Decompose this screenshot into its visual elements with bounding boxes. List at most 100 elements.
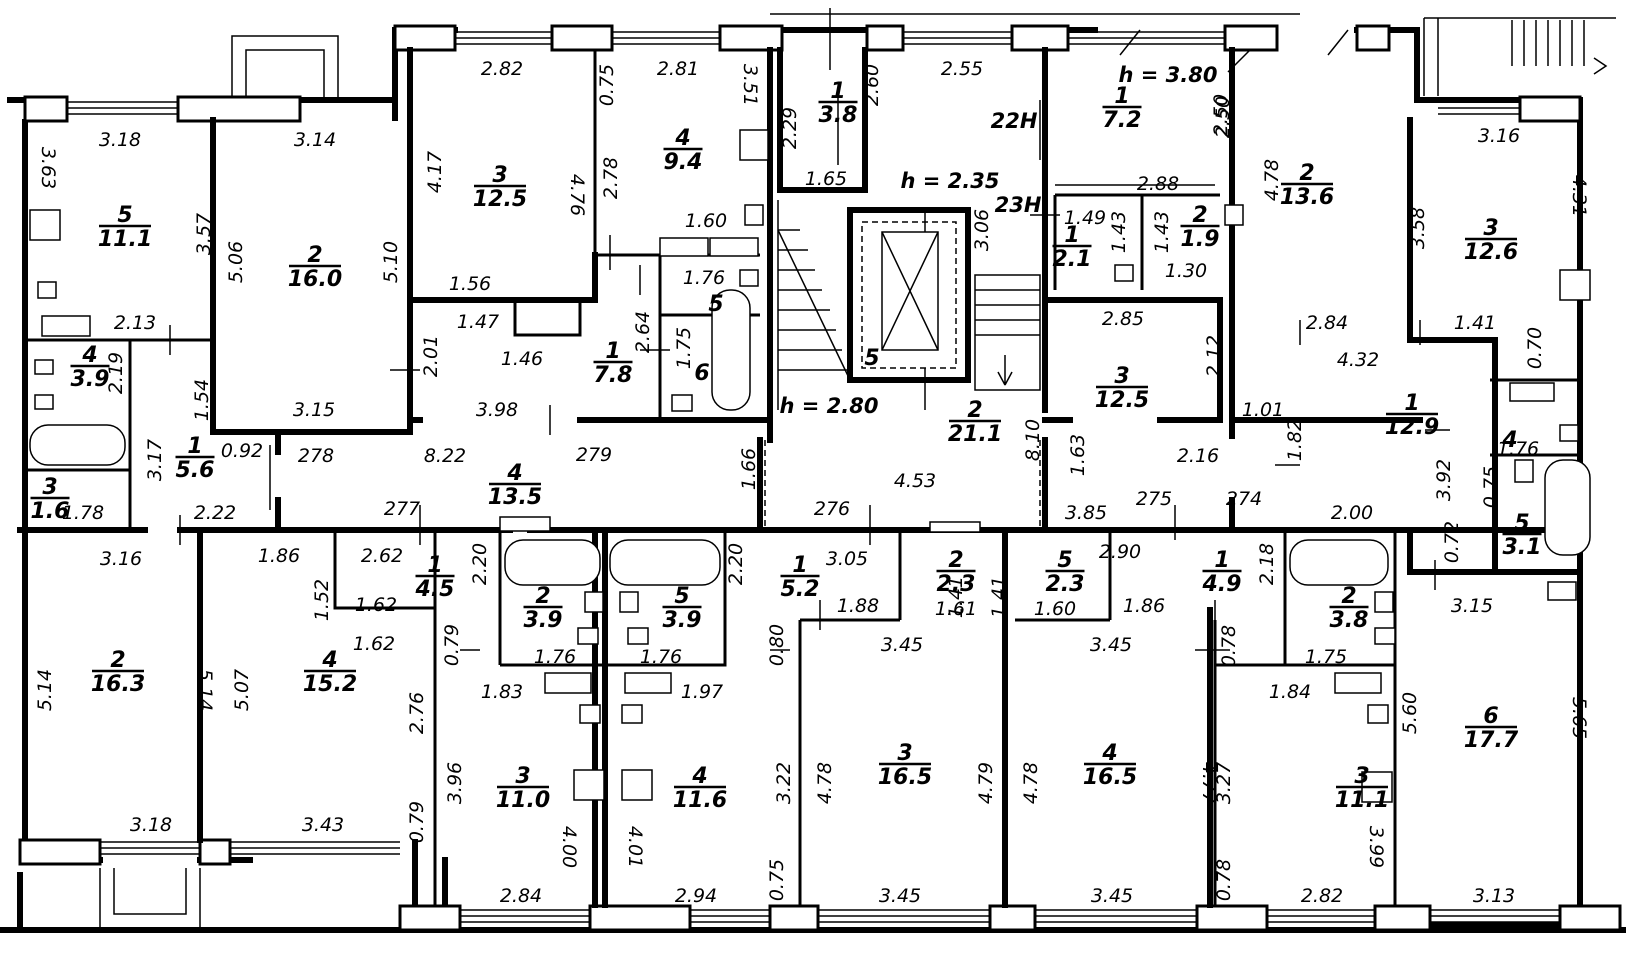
dimension-label: 0.92 xyxy=(221,440,263,462)
room-label: 21.9 xyxy=(1180,203,1220,252)
dimension-label: 3.27 xyxy=(1213,762,1235,804)
labels-layer: 511.1216.0312.549.413.817.2213.6312.621.… xyxy=(30,58,1590,907)
premises-tag: 23Н xyxy=(995,193,1042,217)
room-label: 416.5 xyxy=(1083,741,1137,790)
room-number: 2 xyxy=(1299,161,1314,186)
room-label: 22.3 xyxy=(936,548,976,597)
room-area: 9.4 xyxy=(664,150,703,175)
ceiling-height-label: h = 2.80 xyxy=(780,394,879,418)
room-label: 312.5 xyxy=(1095,364,1149,413)
dimension-label: 3.45 xyxy=(1090,634,1132,656)
room-number: 3 xyxy=(897,741,912,766)
dimension-label: 1.30 xyxy=(1165,260,1207,282)
room-label: 31.6 xyxy=(30,475,70,524)
room-label: 216.3 xyxy=(91,648,145,697)
dimension-label: 4.32 xyxy=(1337,349,1379,371)
room-number: 2 xyxy=(948,548,963,573)
room-number: 1 xyxy=(1404,391,1419,416)
room-label: 49.4 xyxy=(663,126,703,175)
room-number: 4 xyxy=(691,764,707,789)
entrance-stair-top-right xyxy=(1423,17,1616,96)
room-number: 3 xyxy=(492,163,507,188)
room-number: 4 xyxy=(506,461,522,486)
room-area: 7.8 xyxy=(594,363,633,388)
room-area: 15.2 xyxy=(303,672,357,697)
dimension-label: 1.46 xyxy=(501,348,543,370)
dimension-label: 4.31 xyxy=(1568,175,1590,217)
room-area: 16.0 xyxy=(288,267,342,292)
room-number: 3 xyxy=(42,475,57,500)
fixtures xyxy=(29,129,1591,803)
dimension-label: 3.13 xyxy=(1473,885,1515,907)
room-number: 4 xyxy=(674,126,690,151)
dimension-label: 3.43 xyxy=(302,814,344,836)
dimension-label: 276 xyxy=(814,498,850,520)
door-ticks xyxy=(169,8,1450,651)
room-label: 617.7 xyxy=(1464,704,1519,753)
dimension-label: 2.20 xyxy=(469,543,491,585)
dimension-label: 3.18 xyxy=(130,814,172,836)
dimension-label: 1.43 xyxy=(1108,211,1130,253)
dimension-label: 5.14 xyxy=(34,669,56,711)
room-area: 17.7 xyxy=(1464,728,1519,753)
room-number: 3 xyxy=(1114,364,1129,389)
room-number: 2 xyxy=(1341,584,1356,609)
dimension-label: 1.76 xyxy=(1497,438,1539,460)
room-area: 12.5 xyxy=(473,187,527,212)
room-area: 2.3 xyxy=(937,572,976,597)
dimension-label: 2.12 xyxy=(1203,335,1225,377)
room-number: 1 xyxy=(187,434,202,459)
dimension-label: 0.79 xyxy=(406,801,428,843)
room-number: 2 xyxy=(110,648,125,673)
dimension-label: 2.94 xyxy=(675,885,717,907)
dimension-label: 4.78 xyxy=(1261,159,1283,201)
room-label: 216.0 xyxy=(288,243,342,292)
room-area: 11.1 xyxy=(98,227,152,252)
dimension-label: 1.97 xyxy=(681,681,723,703)
dimension-label: 2.16 xyxy=(1177,445,1219,467)
stair-left xyxy=(777,200,851,410)
room-area: 3.1 xyxy=(1503,535,1542,560)
room-label: 52.3 xyxy=(1045,548,1085,597)
room-area: 11.6 xyxy=(673,788,727,813)
dimension-label: 2.60 xyxy=(861,64,883,106)
dimension-label: 1.49 xyxy=(1064,207,1106,229)
dimension-label: 1.66 xyxy=(738,448,760,490)
room-area: 12.6 xyxy=(1464,240,1518,265)
dimension-label: 0.75 xyxy=(596,64,618,106)
elevator-shaft xyxy=(861,212,957,410)
dimension-label: 1.43 xyxy=(1151,211,1173,253)
room-area: 4.5 xyxy=(415,577,455,602)
room-area: 12.5 xyxy=(1095,388,1149,413)
dimension-label: 3.14 xyxy=(294,129,336,151)
dimension-label: 278 xyxy=(298,445,334,467)
room-label: 53.9 xyxy=(662,584,702,633)
dimension-label: 2.50 xyxy=(1212,96,1234,138)
room-area: 11.0 xyxy=(496,788,550,813)
room-number: 2 xyxy=(535,584,550,609)
room-label: 213.6 xyxy=(1280,161,1334,210)
dimension-label: 5.65 xyxy=(1568,697,1590,739)
dimension-label: 3.98 xyxy=(476,399,518,421)
room-label: 14.9 xyxy=(1202,548,1242,597)
room-number: 5 xyxy=(674,584,689,609)
dimension-label: 2.50 xyxy=(1210,94,1232,136)
dimension-label: 2.00 xyxy=(1331,502,1373,524)
dimension-label: 2.76 xyxy=(406,692,428,734)
room-label: 17.8 xyxy=(593,339,633,388)
room-area: 1.6 xyxy=(31,499,70,524)
dimension-label: 1.75 xyxy=(1305,646,1347,668)
dimension-label: 8.22 xyxy=(424,445,466,467)
room-label: 415.2 xyxy=(303,648,357,697)
ceiling-height-label: h = 2.35 xyxy=(901,169,1000,193)
dimension-label: 1.86 xyxy=(258,545,300,567)
dimension-label: 3.18 xyxy=(99,129,141,151)
room-area: 4.9 xyxy=(1202,572,1242,597)
room-label: 413.5 xyxy=(488,461,542,510)
room-number: 6 xyxy=(694,361,709,386)
room-number: 1 xyxy=(427,553,442,578)
dimension-label: 3.96 xyxy=(444,762,466,804)
room-label: 14.5 xyxy=(415,553,455,602)
dimension-label: 4.76 xyxy=(566,174,588,216)
dimension-label: 1.60 xyxy=(1034,598,1076,620)
